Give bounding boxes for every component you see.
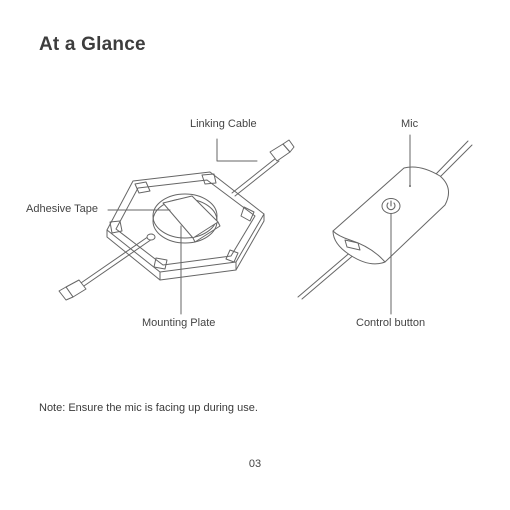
label-mounting-plate: Mounting Plate	[142, 317, 215, 329]
label-linking-cable: Linking Cable	[190, 118, 257, 130]
label-adhesive-tape: Adhesive Tape	[26, 203, 98, 215]
control-box-drawing	[298, 141, 472, 299]
usage-note: Note: Ensure the mic is facing up during…	[39, 402, 258, 414]
label-control-button: Control button	[356, 317, 425, 329]
page-number: 03	[0, 458, 510, 470]
label-mic: Mic	[401, 118, 418, 130]
